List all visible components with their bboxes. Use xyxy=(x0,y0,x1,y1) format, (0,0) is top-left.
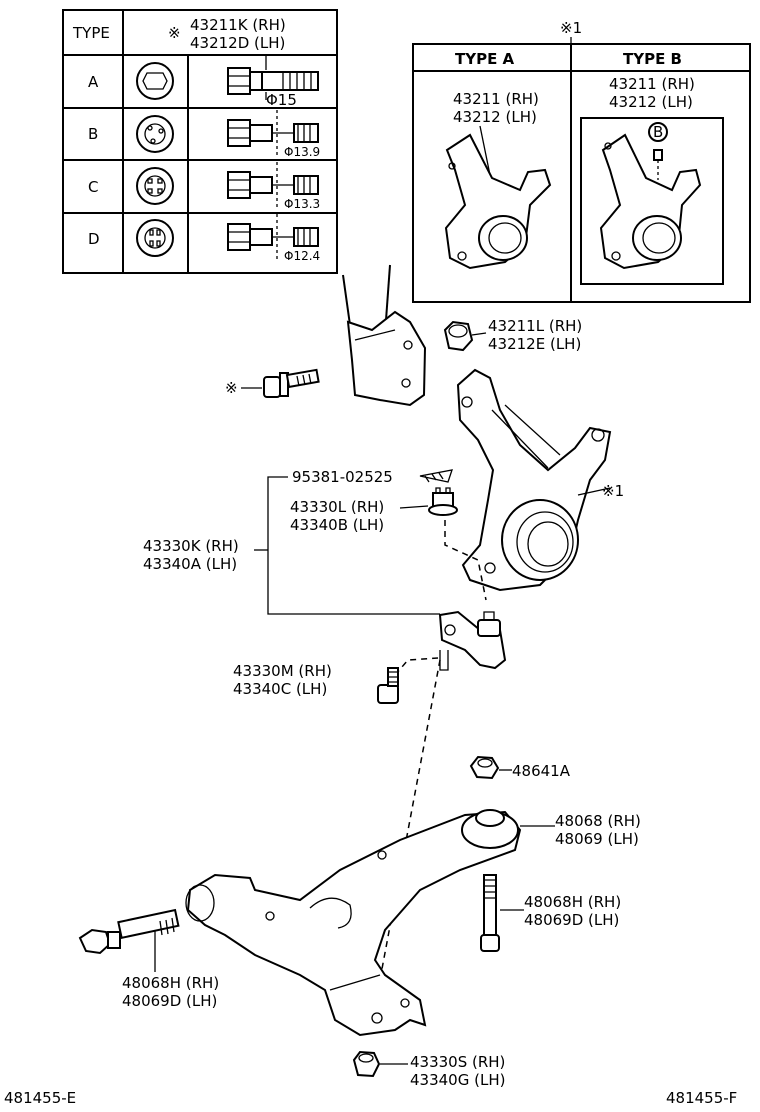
footer-left-code: 481455-E xyxy=(4,1089,76,1107)
lbolt-lh-label: 48069D (LH) xyxy=(122,992,217,1010)
bolt-end-view-c xyxy=(136,167,174,205)
castle-rh-label: 43330L (RH) xyxy=(290,498,384,516)
table-type-d: D xyxy=(88,230,100,248)
dia-label-d: Φ12.4 xyxy=(284,249,320,263)
front-bushing-bolt xyxy=(78,908,180,955)
knuckle-mark-label: ※1 xyxy=(602,482,624,500)
strut-bolt-mark: ※ xyxy=(225,379,238,397)
bush-lh-label: 48069 (LH) xyxy=(555,830,639,848)
dia-label-c: Φ13.3 xyxy=(284,197,320,211)
bolt-side-view-b xyxy=(227,110,319,158)
table-type-a: A xyxy=(88,73,99,91)
type-b-lh: 43212 (LH) xyxy=(609,93,693,111)
castle-nut xyxy=(428,487,458,516)
knuckle-type-a-drawing xyxy=(444,125,552,270)
knuckle-type-box: TYPE A TYPE B 43211 (RH) 43212 (LH) 4321… xyxy=(412,43,751,303)
rear-bushing-bolt xyxy=(480,874,500,952)
nut-rh-label: 43211L (RH) xyxy=(488,317,582,335)
lbolt-rh-label: 48068H (RH) xyxy=(122,974,219,992)
table-type-header: TYPE xyxy=(72,24,110,42)
knuckle-type-b-drawing xyxy=(599,122,702,270)
jbolt-rh-label: 43330M (RH) xyxy=(233,662,332,680)
type-a-rh: 43211 (RH) xyxy=(453,90,539,108)
table-type-b: B xyxy=(88,125,98,143)
bolt-end-view-a xyxy=(136,62,174,100)
lower-control-arm xyxy=(185,809,522,1037)
type-a-header: TYPE A xyxy=(455,50,515,68)
type-b-rh: 43211 (RH) xyxy=(609,75,695,93)
bushing-nut xyxy=(469,755,500,780)
bush-rh-label: 48068 (RH) xyxy=(555,812,641,830)
nut-lh-label: 43212E (LH) xyxy=(488,335,581,353)
bolt-end-view-d xyxy=(136,219,174,257)
bolt-end-view-b xyxy=(136,115,174,153)
pin-label: 95381-02525 xyxy=(292,468,393,486)
type-a-lh: 43212 (LH) xyxy=(453,108,537,126)
strut-bracket xyxy=(342,264,427,407)
rbolt-lh-label: 48069D (LH) xyxy=(524,911,619,929)
jbolt-lh-label: 43340C (LH) xyxy=(233,680,327,698)
ball-joint-bolt xyxy=(377,667,399,704)
callout-b-circle xyxy=(648,122,668,142)
ball-joint xyxy=(438,610,507,671)
rbolt-rh-label: 48068H (RH) xyxy=(524,893,621,911)
type-b-callout: B xyxy=(653,123,663,141)
ball-joint-nut xyxy=(352,1050,381,1078)
knuckle-nut xyxy=(443,320,474,352)
steering-knuckle xyxy=(456,368,612,592)
bolt-side-view-a xyxy=(227,56,319,100)
joint-rh-label: 43330K (RH) xyxy=(143,537,239,555)
table-header-mark: ※ xyxy=(168,24,181,42)
nut2-label: 48641A xyxy=(512,762,571,780)
dia-label-b: Φ13.9 xyxy=(284,145,320,159)
type-b-header: TYPE B xyxy=(623,50,682,68)
bnut-rh-label: 43330S (RH) xyxy=(410,1053,505,1071)
table-header-lh: 43212D (LH) xyxy=(190,34,285,52)
joint-lh-label: 43340A (LH) xyxy=(143,555,237,573)
bolt-type-table: TYPE ※ 43211K (RH) 43212D (LH) A B C D xyxy=(62,9,338,274)
table-header-rh: 43211K (RH) xyxy=(190,16,286,34)
dia-label-a: Φ15 xyxy=(266,91,297,109)
type-box-mark: ※1 xyxy=(560,19,582,37)
bnut-lh-label: 43340G (LH) xyxy=(410,1071,505,1089)
cotter-pin xyxy=(419,469,453,483)
castle-lh-label: 43340B (LH) xyxy=(290,516,384,534)
bolt-side-view-c xyxy=(227,162,319,210)
footer-right-code: 481455-F xyxy=(666,1089,737,1107)
table-type-c: C xyxy=(88,178,98,196)
bolt-side-view-d xyxy=(227,214,319,262)
strut-bolt xyxy=(241,368,320,398)
